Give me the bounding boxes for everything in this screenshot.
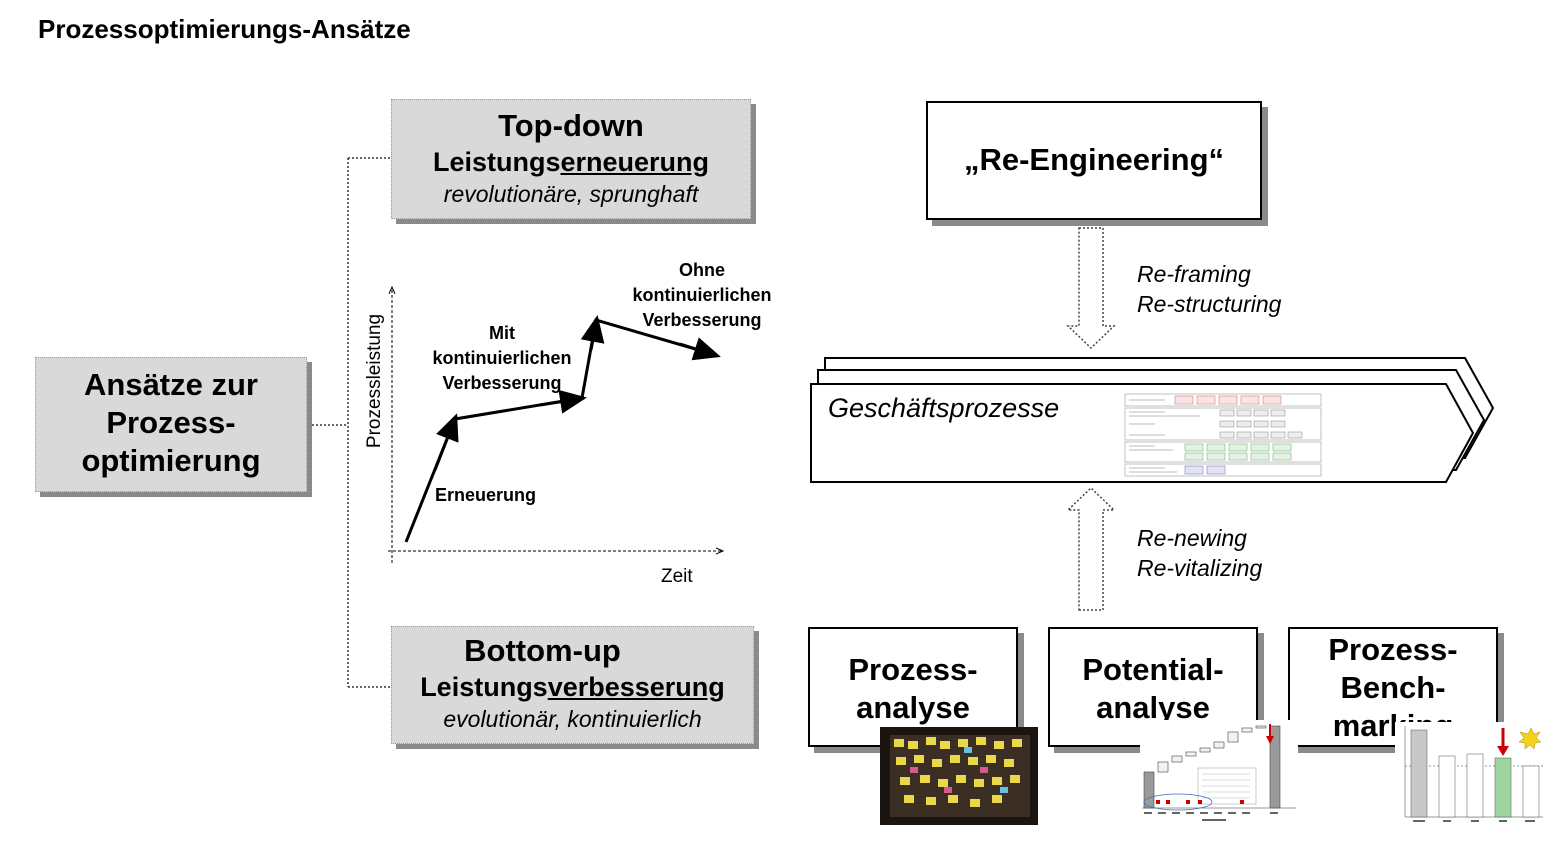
workshop-photo [880, 727, 1038, 825]
up-arrow [1066, 486, 1116, 611]
reframing-label: Re-framing Re-structuring [1137, 261, 1282, 317]
waterfall-chart-thumbnail [1140, 720, 1298, 825]
page-title: Prozessoptimierungs-Ansätze [38, 14, 411, 44]
performance-graph [388, 280, 730, 563]
business-process-label: Geschäftsprozesse [828, 393, 1060, 423]
top-down-heading: Top-down [498, 108, 644, 143]
renewing-label: Re-newing Re-vitalizing [1137, 525, 1263, 581]
connector-tree [308, 157, 392, 688]
root-concept-box: Ansätze zur Prozess- optimierung [35, 357, 307, 492]
process-map-thumbnail [1124, 393, 1322, 477]
label-without-improvement: Ohne kontinuierlichen Verbesserung [632, 260, 772, 330]
reengineering-box: „Re-Engineering“ [926, 101, 1262, 220]
root-line-2: Prozess- [106, 405, 236, 440]
root-line-1: Ansätze zur [84, 367, 258, 402]
bottom-up-term: Leistungsverbesserung [420, 672, 725, 702]
label-with-improvement: Mit kontinuierlichen Verbesserung [432, 323, 572, 393]
top-down-description: revolutionäre, sprunghaft [443, 181, 699, 207]
top-down-term: Leistungserneuerung [432, 147, 710, 177]
label-renewal: Erneuerung [435, 485, 537, 505]
method-box-benchmarking: Prozess- Bench- marking [1288, 627, 1498, 747]
down-arrow [1066, 227, 1116, 350]
business-process-stack [810, 357, 1495, 483]
root-line-3: optimierung [81, 443, 261, 478]
y-axis-label: Prozessleistung [364, 313, 385, 449]
top-down-box: Top-down Leistungserneuerung revolutionä… [391, 99, 751, 219]
bottom-up-box: Bottom-up Leistungsverbesserung evolutio… [391, 626, 754, 744]
bottom-up-heading: Bottom-up [464, 633, 621, 668]
x-axis-label: Zeit [661, 566, 693, 587]
benchmark-chart-thumbnail [1395, 722, 1545, 827]
bottom-up-description: evolutionär, kontinuierlich [443, 706, 702, 732]
